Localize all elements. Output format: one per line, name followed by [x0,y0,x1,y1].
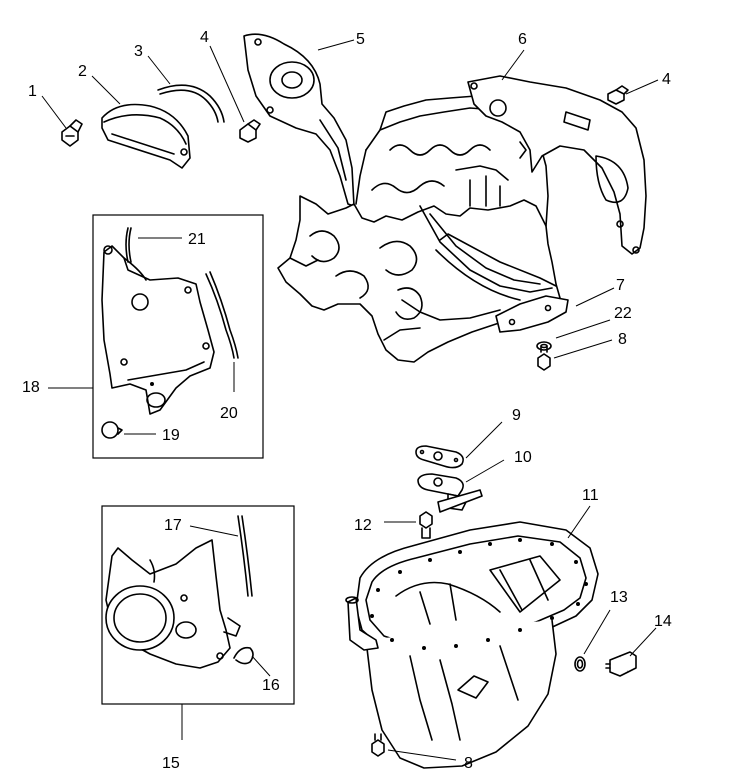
group-18-box [92,214,264,459]
callout-4-left: 4 [200,29,209,46]
part-15-lower-cover [105,539,241,669]
callout-7: 7 [616,277,625,294]
callout-19: 19 [162,427,180,444]
part-11-oil-pan [345,521,599,769]
callout-8-upper: 8 [618,331,627,348]
part-21-seal [125,227,132,263]
callout-8-lower: 8 [464,755,473,772]
callout-10: 10 [514,449,532,466]
callout-17: 17 [164,517,182,534]
part-2-upper-cover [101,103,191,169]
part-4-bolt-left [239,119,261,143]
part-8-bolt-upper [537,345,551,371]
part-17-seal [237,515,253,597]
part-20-seal [205,271,239,359]
part-18-cover [101,245,215,415]
callout-16: 16 [262,677,280,694]
part-9-gasket [415,445,464,469]
callout-11: 11 [582,487,599,504]
part-1-bolt [61,119,83,147]
callout-1: 1 [28,83,37,100]
part-3-seal [157,84,225,123]
part-10-strainer [417,473,483,513]
part-6-rear-plate [467,75,647,255]
part-19-plug [101,421,123,439]
part-14-drain-plug [605,651,637,677]
callout-6: 6 [518,31,527,48]
callout-9: 9 [512,407,521,424]
part-12-bolt [419,511,433,539]
engine-block [277,95,561,363]
callout-3: 3 [134,43,143,60]
part-5-timing-plate [243,33,355,207]
group-15-box [101,505,295,705]
part-4-bolt-right [607,85,629,105]
part-22-washer [536,341,552,351]
part-16-clip [233,646,254,665]
callout-21: 21 [188,231,206,248]
part-8-bolt-lower [371,733,385,757]
part-7-lower-plate [495,295,569,333]
callout-18: 18 [22,379,40,396]
callout-12: 12 [354,517,372,534]
callout-15: 15 [162,755,180,772]
callout-22: 22 [614,305,632,322]
callout-4-right: 4 [662,71,671,88]
callout-14: 14 [654,613,672,630]
callout-2: 2 [78,63,87,80]
part-13-ring [574,656,586,672]
callout-5: 5 [356,31,365,48]
callout-13: 13 [610,589,628,606]
callout-20: 20 [220,405,238,422]
